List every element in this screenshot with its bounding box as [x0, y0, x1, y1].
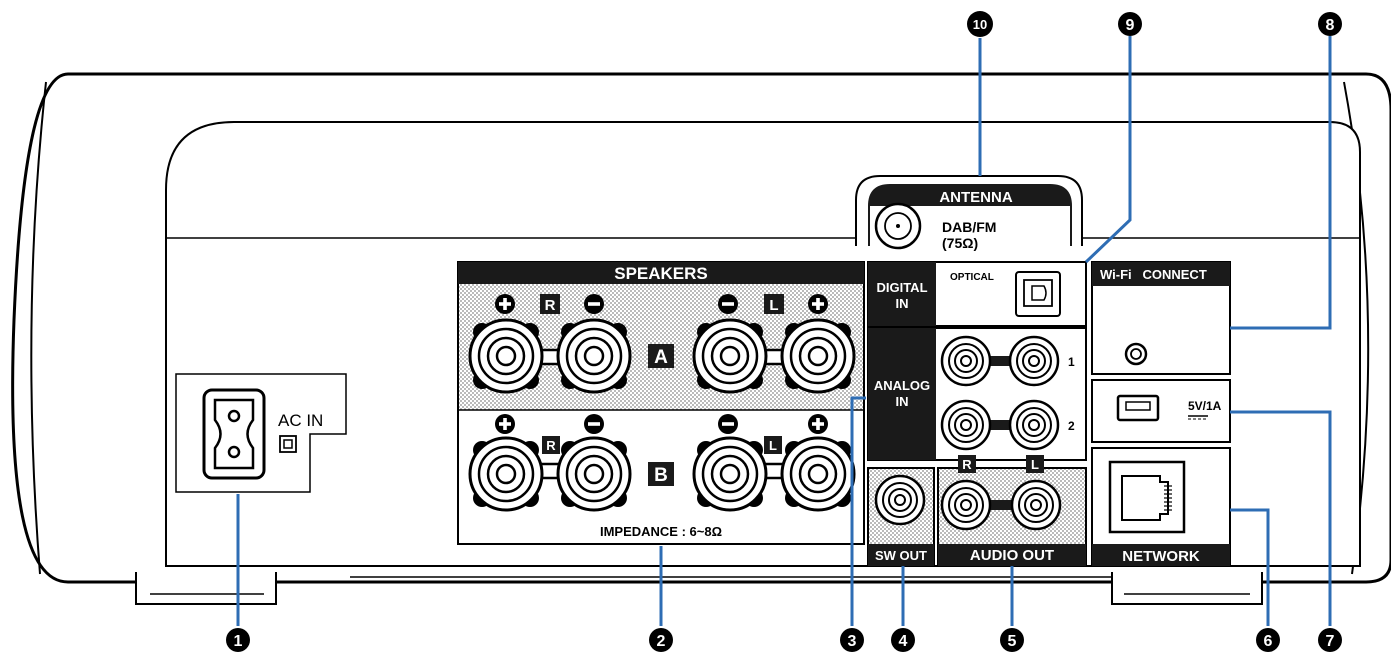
speaker-terminal-a-r-minus: [556, 318, 632, 394]
sw-out-section: SW OUT: [867, 467, 935, 567]
wifi-connect-label: Wi-Fi CONNECT: [1100, 267, 1207, 282]
plus-icon: [495, 414, 515, 434]
callout-6: 6: [1264, 633, 1273, 650]
network-label: NETWORK: [1122, 548, 1200, 565]
antenna-section: ANTENNA DAB/FM (75Ω): [855, 175, 1083, 251]
audio-out-r-label: R: [962, 457, 972, 472]
callout-10: 10: [973, 17, 987, 32]
dab-fm-label: DAB/FM: [942, 219, 996, 235]
usb-rating-label: 5V/1A: [1188, 399, 1222, 413]
callout-5: 5: [1008, 633, 1017, 650]
audio-out-section: R L AUDIO OUT: [937, 455, 1087, 567]
sw-out-label: SW OUT: [875, 548, 927, 563]
analog-in-label-1: ANALOG: [874, 378, 930, 393]
callout-3: 3: [848, 633, 857, 650]
callout-9: 9: [1126, 17, 1135, 34]
network-section: NETWORK: [1091, 447, 1231, 567]
minus-icon: [584, 294, 604, 314]
audio-out-l-label: L: [1031, 457, 1039, 472]
input-2-label: 2: [1068, 419, 1075, 433]
wifi-connect-section: Wi-Fi CONNECT: [1091, 261, 1231, 375]
analog-in-1-l-jack: [1008, 335, 1060, 387]
group-b-label: B: [654, 465, 668, 486]
audio-out-label: AUDIO OUT: [970, 547, 1054, 564]
usb-section: 5V/1A: [1091, 379, 1231, 443]
audio-out-r-jack: [940, 479, 992, 531]
analog-in-2-r-jack: [940, 399, 992, 451]
speakers-section: SPEAKERS R L A R L B: [457, 261, 865, 545]
plus-icon: [808, 414, 828, 434]
ac-inlet-section: AC IN: [175, 373, 347, 493]
channel-l-label: L: [769, 297, 778, 314]
sw-out-jack: [874, 474, 926, 526]
callout-1: 1: [234, 633, 243, 650]
callout-8: 8: [1326, 17, 1335, 34]
audio-out-l-jack: [1010, 479, 1062, 531]
analog-in-1-r-jack: [940, 335, 992, 387]
speakers-title: SPEAKERS: [614, 264, 708, 283]
minus-icon: [718, 294, 738, 314]
callout-7: 7: [1326, 633, 1335, 650]
channel-l-label-b: L: [769, 438, 777, 453]
callout-leaders: [236, 36, 1332, 626]
channel-r-label: R: [545, 297, 556, 314]
analog-in-section: ANALOG IN 1 2: [867, 327, 1087, 461]
input-1-label: 1: [1068, 355, 1075, 369]
digital-in-label-1: DIGITAL: [876, 280, 927, 295]
digital-in-section: DIGITAL IN OPTICAL: [867, 261, 1087, 327]
callout-4: 4: [899, 633, 908, 650]
analog-in-label-2: IN: [896, 394, 909, 409]
speaker-terminal-a-r-plus: [468, 318, 544, 394]
speaker-terminal-a-l-minus: [692, 318, 768, 394]
antenna-title: ANTENNA: [939, 189, 1012, 206]
channel-r-label-b: R: [546, 438, 556, 453]
digital-in-label-2: IN: [896, 296, 909, 311]
speaker-terminal-b-r-minus: [556, 436, 632, 512]
impedance-label: IMPEDANCE : 6~8Ω: [600, 524, 722, 539]
ohm-label: (75Ω): [942, 235, 978, 251]
plus-icon: [495, 294, 515, 314]
speaker-terminal-b-l-minus: [692, 436, 768, 512]
speaker-terminal-b-r-plus: [468, 436, 544, 512]
speaker-terminal-a-l-plus: [780, 318, 856, 394]
ac-in-label: AC IN: [278, 411, 323, 430]
plus-icon: [808, 294, 828, 314]
optical-label: OPTICAL: [950, 272, 994, 283]
analog-in-2-l-jack: [1008, 399, 1060, 451]
callout-2: 2: [657, 633, 666, 650]
speaker-terminal-b-l-plus: [780, 436, 856, 512]
minus-icon: [718, 414, 738, 434]
group-a-label: A: [654, 347, 668, 368]
callout-markers: 1 2 3 4 5 6 7 8 9 10: [226, 11, 1342, 652]
minus-icon: [584, 414, 604, 434]
